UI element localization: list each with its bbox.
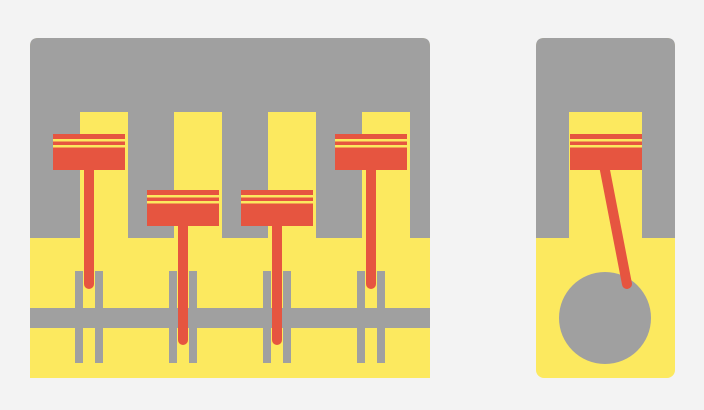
- piston-ring: [335, 145, 407, 148]
- piston-ring: [147, 201, 219, 204]
- side-piston-ring: [570, 139, 642, 142]
- inline-engine: [30, 38, 430, 378]
- crank-web: [377, 271, 385, 363]
- side-view-engine: [536, 38, 675, 378]
- crank-web: [283, 271, 291, 363]
- side-engine-block: [536, 38, 675, 238]
- side-piston-ring: [570, 145, 642, 148]
- crank-web: [357, 271, 365, 363]
- piston: [241, 190, 313, 345]
- crank-web: [95, 271, 103, 363]
- piston: [147, 190, 219, 345]
- crankshaft-main: [30, 308, 430, 328]
- side-piston-head: [570, 134, 642, 170]
- piston: [335, 134, 407, 289]
- piston-ring: [241, 195, 313, 198]
- piston-ring: [53, 139, 125, 142]
- crank-web: [75, 271, 83, 363]
- crankshaft: [30, 271, 430, 363]
- piston-ring: [241, 201, 313, 204]
- engine-block: [30, 38, 430, 238]
- crank-web: [169, 271, 177, 363]
- piston-group: [53, 134, 407, 345]
- crank-web: [189, 271, 197, 363]
- piston: [53, 134, 125, 289]
- piston-ring: [147, 195, 219, 198]
- crank-web: [263, 271, 271, 363]
- flywheel: [559, 272, 651, 364]
- piston-ring: [335, 139, 407, 142]
- side-connecting-rod: [598, 155, 632, 289]
- piston-ring: [53, 145, 125, 148]
